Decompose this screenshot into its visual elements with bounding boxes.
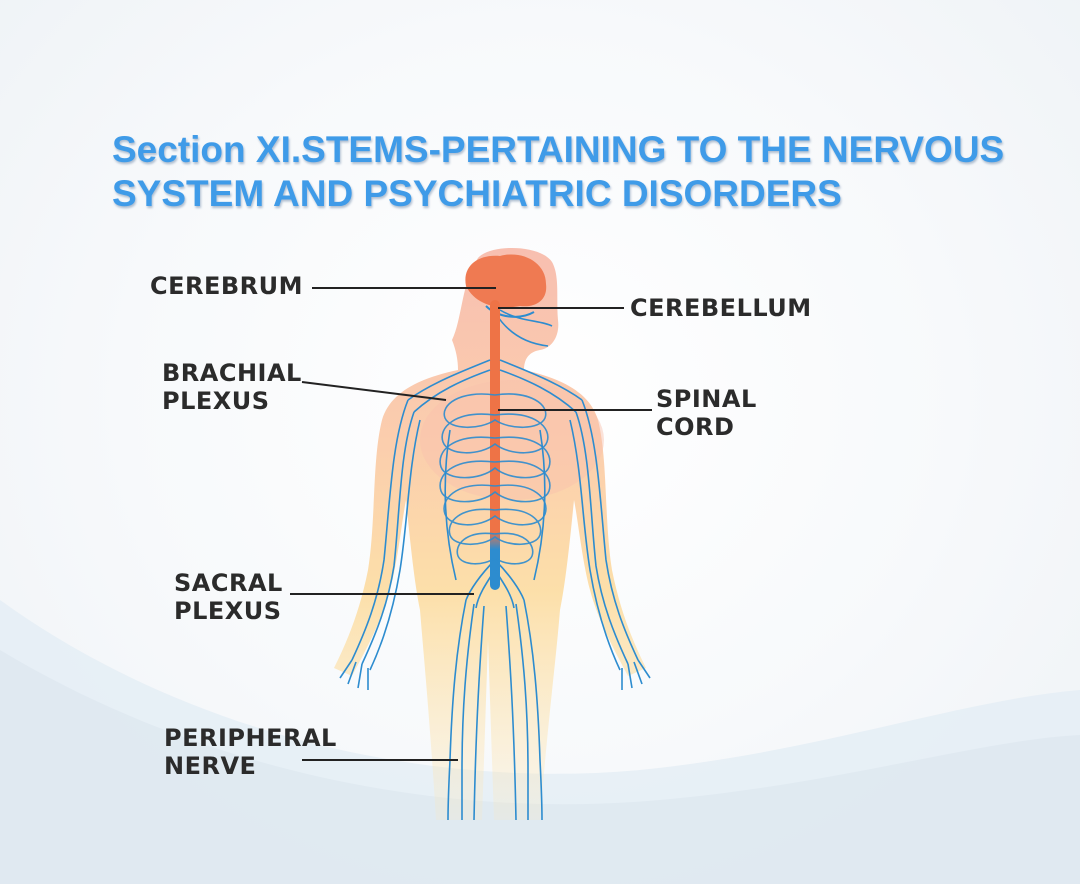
- label-peripheral-nerve-line-2: NERVE: [164, 752, 257, 780]
- label-spinal-cord-line-2: CORD: [656, 413, 735, 441]
- brachial-plexus-leader: [301, 381, 447, 401]
- label-brachial-plexus-line-1: BRACHIAL: [162, 359, 302, 387]
- title-line-2: SYSTEM AND PSYCHIATRIC DISORDERS: [112, 173, 842, 214]
- slide-title: Section XI.STEMS-PERTAINING TO THE NERVO…: [112, 128, 1072, 216]
- label-cerebrum: CEREBRUM: [150, 272, 303, 300]
- brain: [465, 254, 553, 347]
- label-peripheral-nerve: PERIPHERAL NERVE: [164, 724, 337, 780]
- label-sacral-plexus-line-1: SACRAL: [174, 569, 283, 597]
- label-cerebellum: CEREBELLUM: [630, 294, 812, 322]
- label-peripheral-nerve-line-1: PERIPHERAL: [164, 724, 337, 752]
- title-line-1: Section XI.STEMS-PERTAINING TO THE NERVO…: [112, 129, 1005, 170]
- label-cerebrum-text: CEREBRUM: [150, 272, 304, 300]
- label-brachial-plexus-line-2: PLEXUS: [162, 387, 270, 415]
- label-brachial-plexus: BRACHIAL PLEXUS: [162, 359, 302, 415]
- label-spinal-cord: SPINAL CORD: [656, 385, 757, 441]
- label-sacral-plexus: SACRAL PLEXUS: [174, 569, 283, 625]
- label-sacral-plexus-line-2: PLEXUS: [174, 597, 282, 625]
- label-spinal-cord-line-1: SPINAL: [656, 385, 757, 413]
- leader-lines: [290, 287, 652, 761]
- label-cerebellum-text: CEREBELLUM: [630, 294, 812, 322]
- peripheral-nerves: [339, 359, 651, 821]
